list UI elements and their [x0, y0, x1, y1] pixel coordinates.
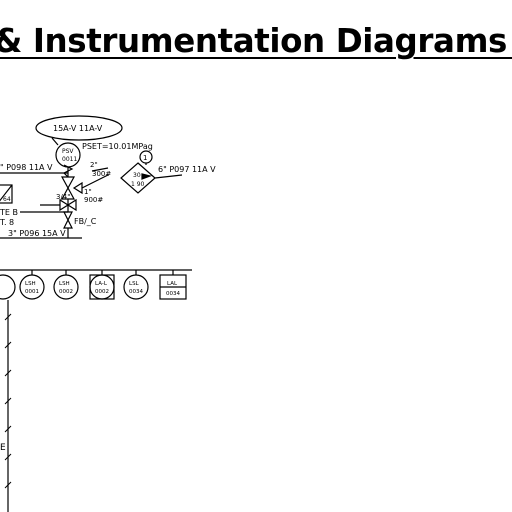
- instrument-tag: LSL: [129, 281, 140, 287]
- note-t: T. 8: [0, 218, 14, 227]
- psv-balloon: [55, 142, 81, 168]
- instrument-balloon: [19, 274, 45, 300]
- note-cloud: [35, 115, 123, 141]
- psv-setpoint: PSET=10.01MPag: [82, 142, 153, 151]
- line-right-label: 6" P097 11A V: [158, 165, 216, 174]
- instrument-number: 0034: [129, 289, 143, 295]
- tag-64-box: [0, 184, 13, 204]
- edge-letter: E: [0, 443, 6, 453]
- size-1: 1": [84, 188, 92, 196]
- relief-size: 2": [90, 161, 98, 169]
- bottom-valve: [63, 211, 73, 229]
- line-bottom-label: 3" P096 15A V: [8, 229, 66, 238]
- instrument-number: 0002: [95, 289, 109, 295]
- instrument-number: 0034: [166, 291, 180, 297]
- psv-tag: PSV: [62, 148, 74, 155]
- psv-number: 0011: [62, 156, 77, 163]
- instrument-tag: LSH: [25, 281, 36, 287]
- spec-diamond: [120, 162, 156, 194]
- size-3-4: 3/4": [56, 193, 71, 201]
- instrument-number: 0001: [25, 289, 39, 295]
- spec-line-2: 1 90: [131, 181, 145, 188]
- tag-64: 64: [3, 196, 11, 203]
- signal-hash-marks: [4, 313, 12, 489]
- instrument-balloon: [0, 274, 16, 300]
- spec-line-1: 30: [133, 172, 141, 179]
- instrument-number: 0002: [59, 289, 73, 295]
- line-left-label: " P098 11A V: [0, 163, 53, 172]
- rating-900: 900#: [84, 196, 103, 204]
- instrument-tag: LA-L: [95, 281, 108, 287]
- cloud-label: 15A-V 11A-V: [53, 124, 103, 133]
- instrument-balloon: [53, 274, 79, 300]
- rating-300: 300#: [92, 170, 111, 178]
- instrument-tag: LAL: [167, 281, 178, 287]
- instrument-balloon: [123, 274, 149, 300]
- note-te: TE B: [0, 208, 18, 217]
- note-number: 1: [143, 154, 147, 162]
- fb-lc: FB/_C: [74, 217, 97, 226]
- page-title: & Instrumentation Diagrams (: [0, 22, 512, 60]
- instrument-tag: LSH: [59, 281, 70, 287]
